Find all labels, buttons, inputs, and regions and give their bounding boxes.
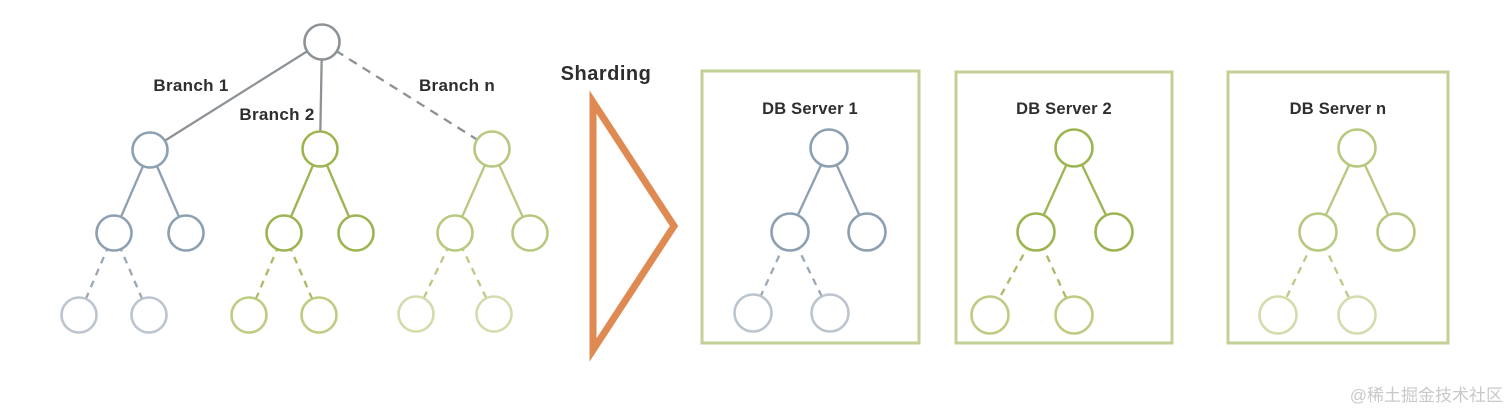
branch-n-child-left — [436, 214, 474, 252]
branch-n-leaf-right — [475, 295, 513, 333]
dbn-root-node — [1337, 128, 1377, 168]
db-server-2: DB Server 2 — [954, 70, 1174, 345]
sharding-arrow-icon — [589, 90, 679, 362]
sharding-label: Sharding — [561, 63, 652, 85]
branch1-leaf-right — [130, 296, 168, 334]
source-tree: Branch 1 Branch 2 Branch n — [60, 23, 549, 334]
branch-n-top-node — [473, 130, 511, 168]
db1-child-left — [770, 212, 810, 252]
db2-root-node — [1054, 128, 1094, 168]
db1-child-right — [847, 212, 887, 252]
db2-leaf-left — [970, 295, 1010, 335]
branch1-child-left — [95, 214, 133, 252]
branch2-top-node — [301, 130, 339, 168]
branch1-label: Branch 1 — [153, 76, 228, 95]
edge-root-branch1 — [149, 41, 323, 151]
branch2-leaf-left — [230, 296, 268, 334]
db-server-n: DB Server n — [1226, 70, 1450, 345]
branch2-child-right — [337, 214, 375, 252]
db1-leaf-left — [733, 293, 773, 333]
dbn-child-left — [1298, 212, 1338, 252]
branch2-label: Branch 2 — [239, 105, 314, 124]
db-server-n-box — [1226, 70, 1450, 345]
db-server-1-box — [700, 69, 921, 345]
branch2-leaf-right — [300, 296, 338, 334]
db2-child-right — [1094, 212, 1134, 252]
edge-root-branch-n — [321, 41, 493, 150]
db2-leaf-right — [1054, 295, 1094, 335]
branch-n-child-right — [511, 214, 549, 252]
branch2-child-left — [265, 214, 303, 252]
branch1-top-node — [131, 131, 169, 169]
db-server-n-title: DB Server n — [1290, 100, 1387, 118]
db1-leaf-right — [810, 293, 850, 333]
db2-child-left — [1016, 212, 1056, 252]
db1-root-node — [809, 128, 849, 168]
branch1-leaf-left — [60, 296, 98, 334]
watermark-text: @稀土掘金技术社区 — [1350, 386, 1503, 405]
dbn-leaf-right — [1337, 295, 1377, 335]
dbn-leaf-left — [1258, 295, 1298, 335]
sharding-arrow-group: Sharding — [561, 63, 679, 362]
branch-n-label: Branch n — [419, 76, 495, 95]
branch-n-leaf-left — [397, 295, 435, 333]
db-server-1: DB Server 1 — [700, 69, 921, 345]
db-server-1-title: DB Server 1 — [762, 100, 858, 118]
db-server-2-title: DB Server 2 — [1016, 100, 1112, 118]
dbn-child-right — [1376, 212, 1416, 252]
root-node — [303, 23, 341, 61]
branch1-child-right — [167, 214, 205, 252]
